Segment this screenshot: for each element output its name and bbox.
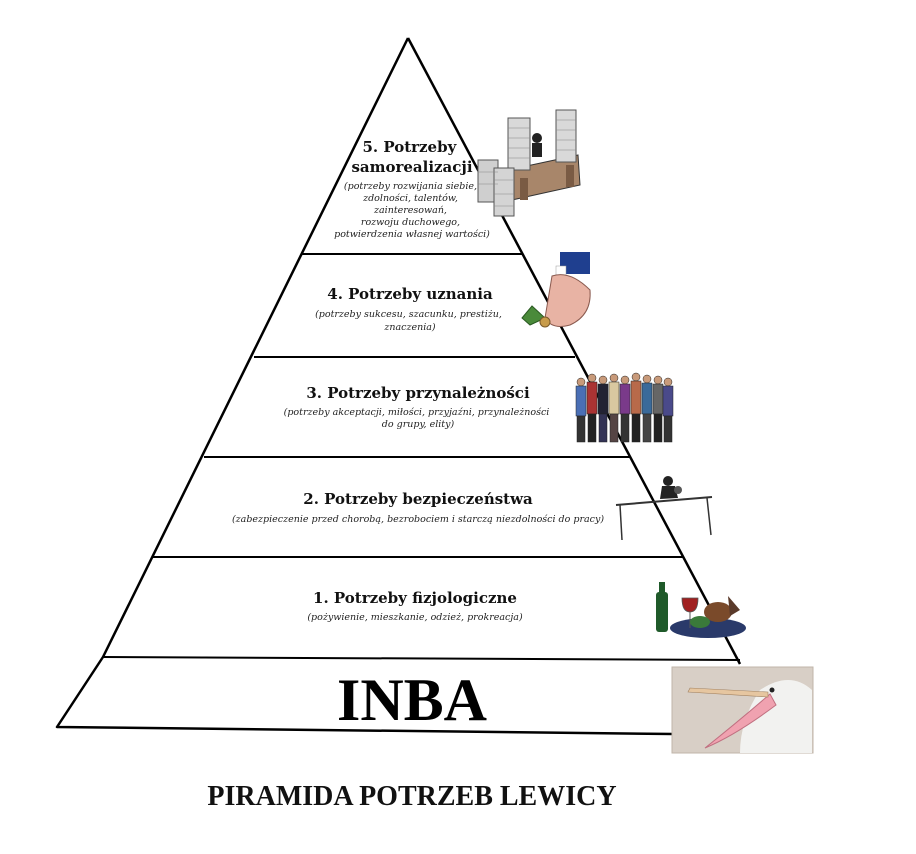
level-1: 1. Potrzeby fizjologiczne (pożywienie, m… [307,589,523,623]
level-3-title: 3. Potrzeby przynależności [306,384,530,402]
pyramid-outline [55,37,742,736]
crowd-people-icon [575,372,674,443]
pelican-photo [671,666,814,754]
level-2: 2. Potrzeby bezpieczeństwa (zabezpieczen… [232,490,604,525]
level-5: 5. Potrzeby samorealizacji (potrzeby roz… [334,138,490,240]
level-2-title: 2. Potrzeby bezpieczeństwa [303,490,533,508]
wine-food-icon [656,582,746,638]
level-3: 3. Potrzeby przynależności (potrzeby akc… [284,384,553,430]
handshake-icon [521,252,591,328]
level-3-desc: (potrzeby akceptacji, miłości, przyjaźni… [284,407,553,430]
level-dividers [102,253,741,661]
pyramid-caption: PIRAMIDA POTRZEB LEWICY [207,781,616,812]
level-4-desc: (potrzeby sukcesu, szacunku, prestiżu, z… [315,309,505,333]
level-1-desc: (pożywienie, mieszkanie, odzież, prokrea… [307,612,523,623]
level-1-title: 1. Potrzeby fizjologiczne [313,589,517,607]
office-desk-paperwork-icon [477,109,581,217]
level-5-title: 5. Potrzeby samorealizacji [351,138,472,176]
divider-base-1 [102,656,741,661]
tightrope-burglar-icon [615,476,713,541]
level-4: 4. Potrzeby uznania (potrzeby sukcesu, s… [315,285,505,333]
level-4-title: 4. Potrzeby uznania [327,285,493,303]
level-5-desc: (potrzeby rozwijania siebie, zdolności, … [334,181,490,240]
base-label: INBA [337,667,487,733]
level-2-desc: (zabezpieczenie przed chorobą, bezroboci… [232,514,604,525]
